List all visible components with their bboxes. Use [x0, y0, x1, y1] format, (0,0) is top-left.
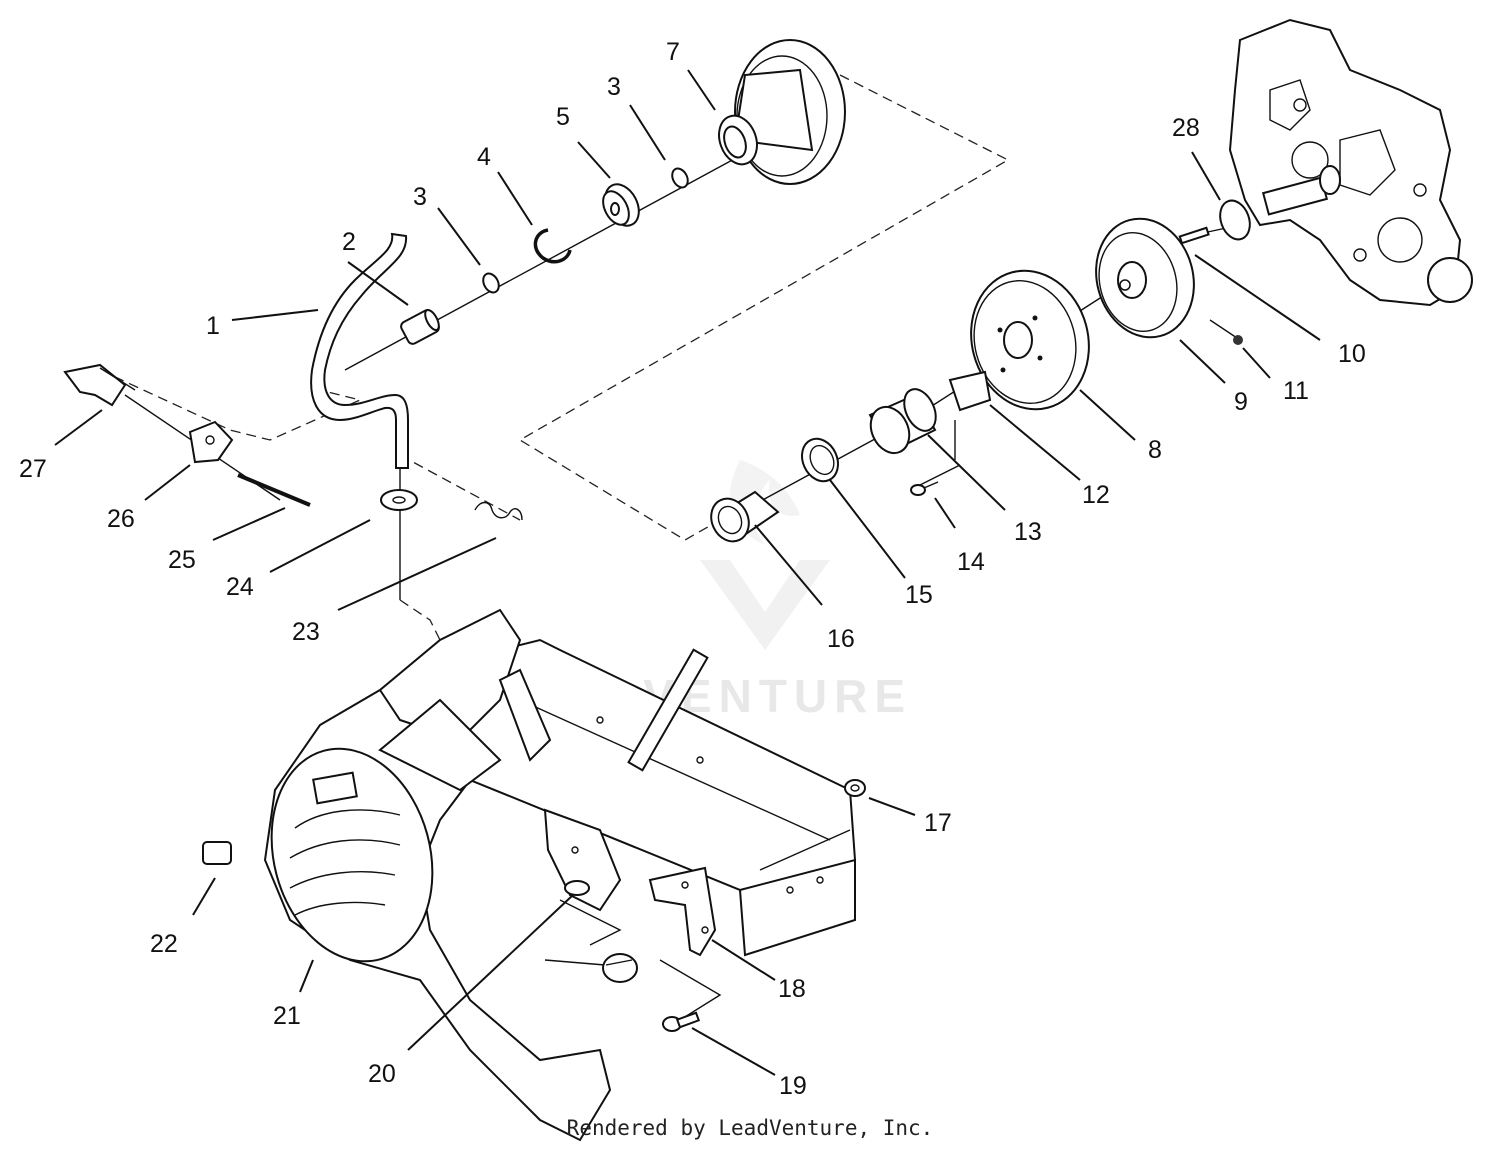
main-frame	[378, 608, 857, 957]
clevis-pin	[237, 473, 311, 507]
callout-15: 15	[905, 581, 933, 609]
callout-28: 28	[1172, 114, 1200, 142]
engine-pulley	[718, 39, 846, 185]
mounting-bracket	[648, 866, 717, 957]
callout-10: 10	[1338, 340, 1366, 368]
callout-23: 23	[292, 618, 320, 646]
callout-14: 14	[957, 548, 985, 576]
retainer-clip	[474, 501, 523, 521]
callout-4: 4	[477, 143, 491, 171]
callout-20: 20	[368, 1060, 396, 1088]
hex-nut	[844, 779, 866, 797]
callout-11: 11	[1283, 377, 1309, 405]
hairpin-clip	[63, 363, 127, 407]
blower-housing	[263, 678, 612, 1142]
callout-24: 24	[226, 573, 254, 601]
callout-19: 19	[779, 1072, 807, 1100]
spacer-washer	[801, 437, 839, 483]
pivot-bracket	[543, 808, 622, 912]
pulley-sleeve	[868, 388, 937, 455]
retaining-ring-a	[482, 272, 500, 294]
set-screw	[1233, 335, 1243, 345]
callout-labels: 1 2 3 3 4 5 7 8 9 10 11 12 13 14 15 16 1…	[19, 38, 1366, 1100]
spacer-tube	[710, 490, 780, 543]
drive-disc	[970, 269, 1090, 411]
retaining-ring-b	[671, 167, 689, 189]
cover-disc	[602, 953, 638, 983]
callout-13: 13	[1014, 518, 1042, 546]
callout-5: 5	[556, 103, 570, 131]
callout-2: 2	[342, 228, 356, 256]
cap-screw	[910, 481, 939, 496]
shaft-collar	[1219, 199, 1251, 241]
transmission-housing	[1228, 18, 1473, 307]
transmission-pulley	[1095, 217, 1195, 339]
watermark-logo	[700, 460, 830, 650]
callout-21: 21	[273, 1002, 301, 1030]
snap-ring	[533, 228, 572, 264]
housing-plug	[202, 841, 232, 865]
footer-credit: Rendered by LeadVenture, Inc.	[566, 1116, 934, 1140]
callout-25: 25	[168, 546, 196, 574]
callout-17: 17	[924, 809, 952, 837]
rod-bushing	[400, 309, 440, 345]
callout-12: 12	[1082, 481, 1110, 509]
control-rod	[310, 232, 409, 469]
bearing	[602, 183, 640, 227]
flat-washer	[380, 489, 418, 511]
hex-bolt	[662, 1011, 701, 1032]
shaft-key	[1178, 226, 1210, 245]
callout-27: 27	[19, 455, 47, 483]
callout-9: 9	[1234, 388, 1248, 416]
callout-18: 18	[778, 975, 806, 1003]
half-spacer	[948, 370, 992, 412]
leader-lines	[54, 69, 1321, 1076]
clevis-bracket	[188, 420, 234, 464]
callout-26: 26	[107, 505, 135, 533]
callout-7: 7	[666, 38, 680, 66]
callout-16: 16	[827, 625, 855, 653]
callout-22: 22	[150, 930, 178, 958]
callout-1: 1	[206, 312, 220, 340]
callout-8: 8	[1148, 436, 1162, 464]
callout-3: 3	[607, 73, 621, 101]
callout-3: 3	[413, 183, 427, 211]
